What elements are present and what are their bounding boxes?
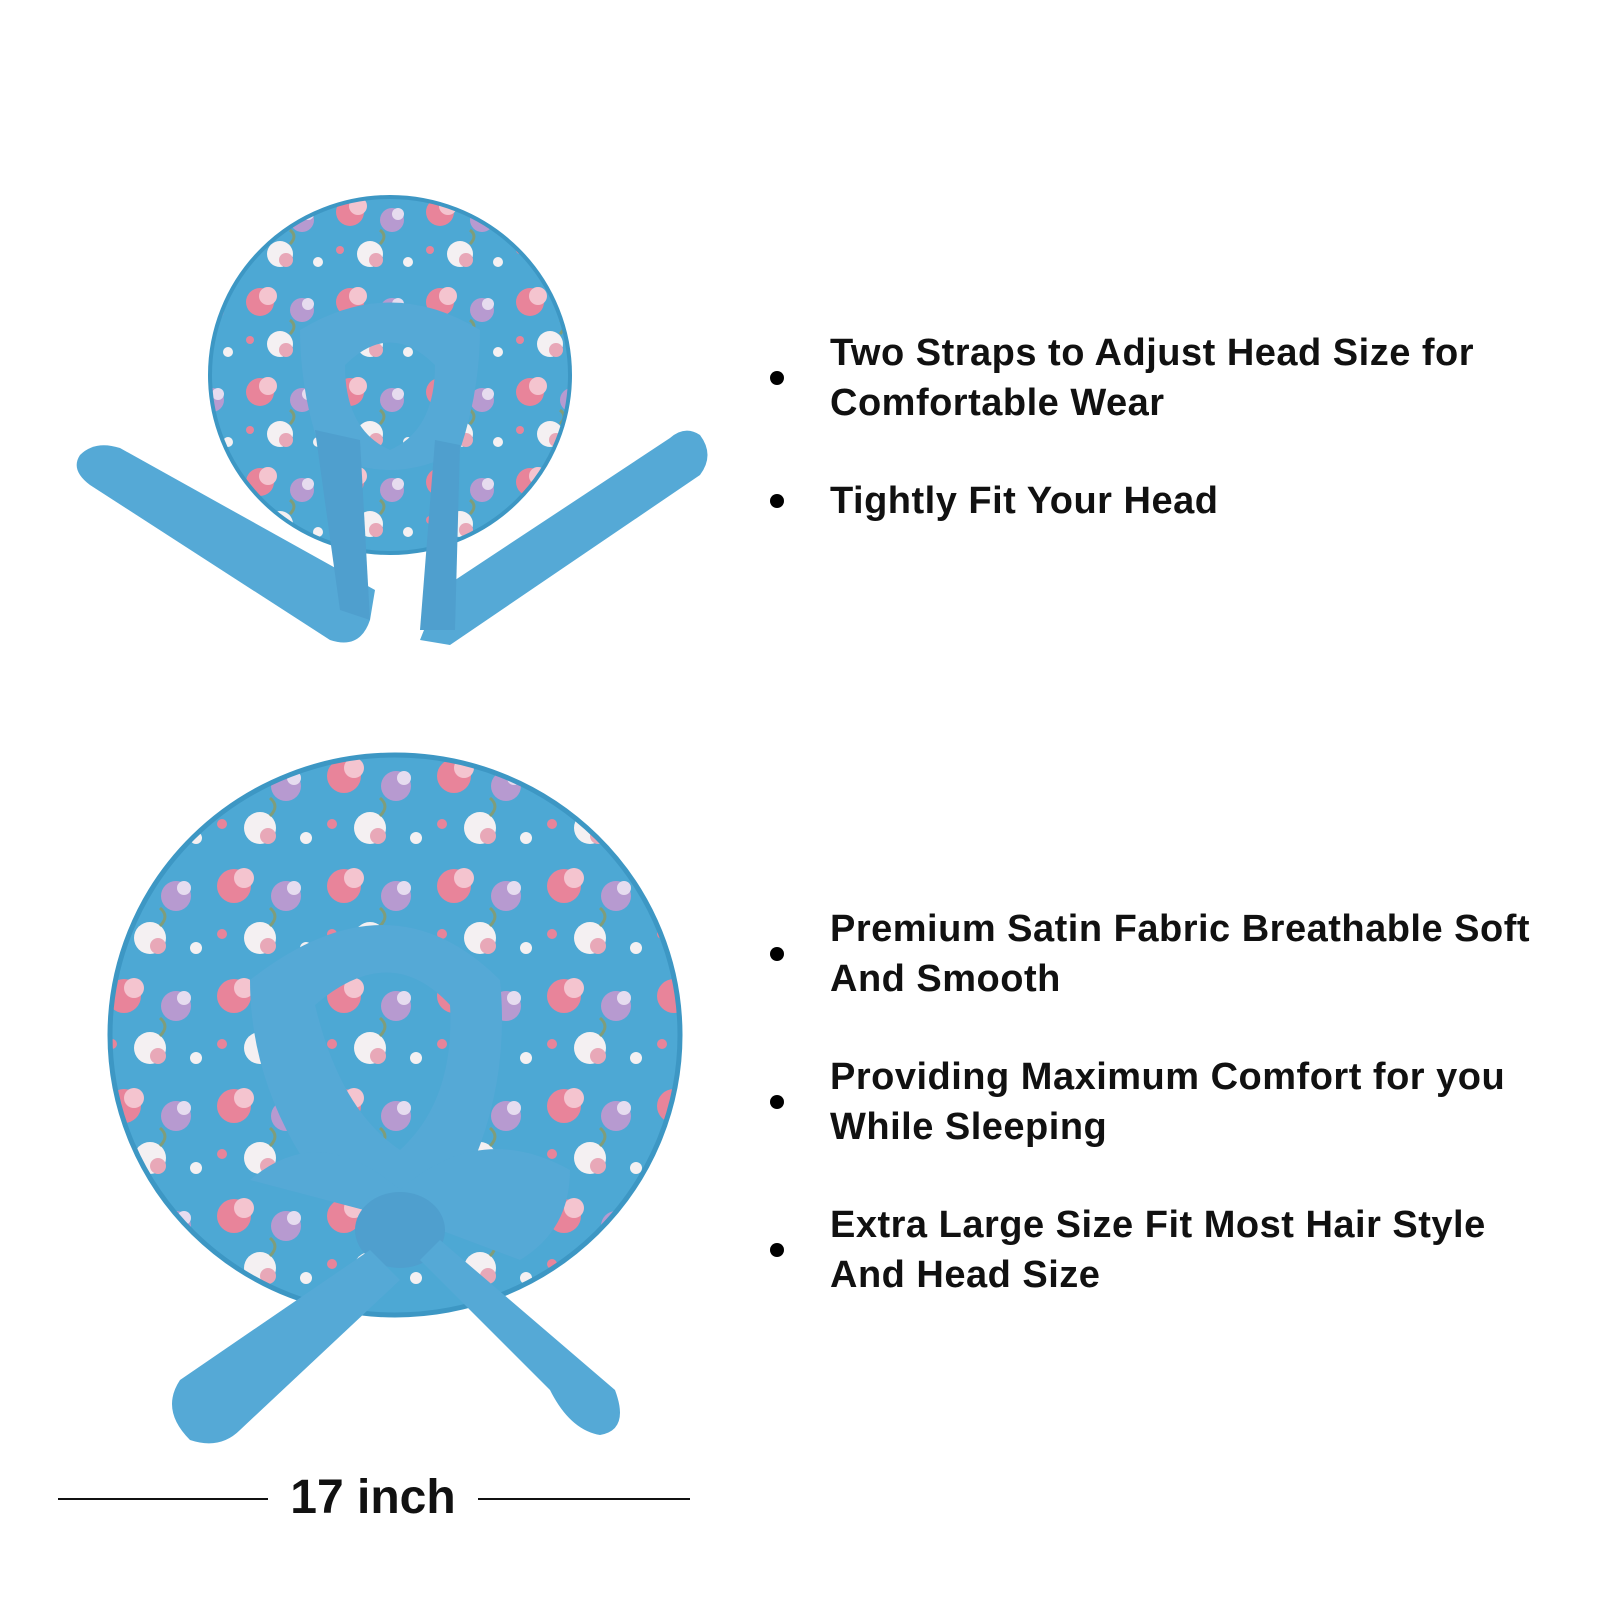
size-measurement: 17 inch (58, 1468, 690, 1528)
measure-line-left (58, 1498, 268, 1500)
feature-text: Providing Maximum Comfort for you While … (830, 1056, 1506, 1148)
features-bottom-list: Premium Satin Fabric Breathable Soft And… (770, 904, 1550, 1300)
feature-text: Tightly Fit Your Head (830, 480, 1219, 522)
measurement-label: 17 inch (290, 1471, 456, 1524)
bullet-icon (770, 947, 784, 961)
bullet-icon (770, 494, 784, 508)
feature-text: Two Straps to Adjust Head Size for Comfo… (830, 332, 1475, 424)
feature-item: Extra Large Size Fit Most Hair Style And… (770, 1200, 1550, 1300)
bullet-icon (770, 1243, 784, 1257)
feature-item: Two Straps to Adjust Head Size for Comfo… (770, 328, 1550, 428)
bullet-icon (770, 1095, 784, 1109)
bonnet-tied-bow-image (107, 752, 683, 1444)
bonnet-open-straps-image (76, 195, 708, 645)
features-top-list: Two Straps to Adjust Head Size for Comfo… (770, 328, 1550, 526)
feature-item: Tightly Fit Your Head (770, 476, 1550, 526)
feature-text: Premium Satin Fabric Breathable Soft And… (830, 908, 1531, 1000)
measure-line-right (478, 1498, 690, 1500)
feature-item: Premium Satin Fabric Breathable Soft And… (770, 904, 1550, 1004)
feature-item: Providing Maximum Comfort for you While … (770, 1052, 1550, 1152)
feature-text: Extra Large Size Fit Most Hair Style And… (830, 1204, 1486, 1296)
bullet-icon (770, 371, 784, 385)
